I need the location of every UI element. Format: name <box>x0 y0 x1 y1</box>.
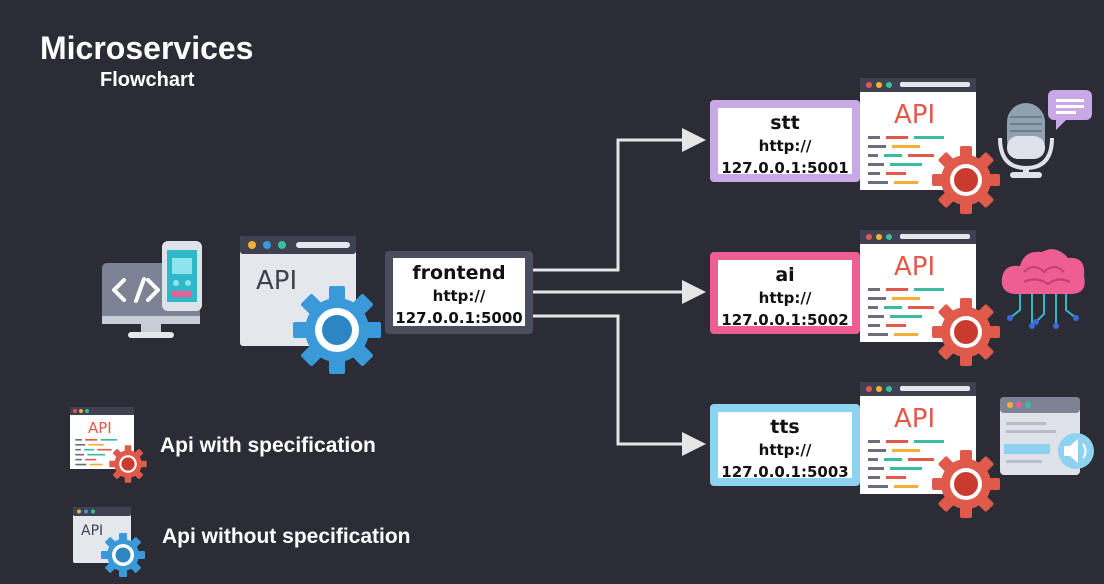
api-spec-label-ai: API <box>894 252 935 282</box>
frontend-box <box>393 258 525 326</box>
service-url-protocol-tts: http:// <box>758 441 812 459</box>
api-spec-label-stt: API <box>894 100 935 130</box>
connector-frontend-tts <box>530 314 706 456</box>
legend-without-spec-label: Api without specification <box>162 525 411 548</box>
api-spec-icon-ai: API <box>860 230 1000 366</box>
service-url-protocol-stt: http:// <box>758 137 812 155</box>
chat-bubble-icon <box>1048 90 1092 130</box>
service-name-ai: ai <box>775 264 795 286</box>
legend-api-spec-label: API <box>88 419 112 437</box>
service-name-stt: stt <box>770 112 800 134</box>
service-box-ai <box>718 260 852 326</box>
service-url-address-ai: 127.0.0.1:5002 <box>721 311 849 329</box>
frontend-api-icon: API <box>240 236 381 374</box>
api-spec-label-tts: API <box>894 404 935 434</box>
connector-frontend-stt <box>530 128 706 272</box>
service-node-ai: ai http:// 127.0.0.1:5002 <box>718 263 852 331</box>
frontend-url-address: 127.0.0.1:5000 <box>395 309 523 327</box>
api-spec-icon-stt: API <box>860 78 1000 214</box>
service-box-stt <box>718 108 852 174</box>
service-url-address-stt: 127.0.0.1:5001 <box>721 159 849 177</box>
service-node-stt: stt http:// 127.0.0.1:5001 <box>718 111 852 179</box>
service-node-tts: tts http:// 127.0.0.1:5003 <box>718 415 852 483</box>
frontend-api-label: API <box>256 266 297 296</box>
frontend-url-protocol: http:// <box>432 287 486 305</box>
service-name-tts: tts <box>770 416 800 438</box>
legend-with-spec-label: Api with specification <box>160 434 376 457</box>
frontend-node: frontend http:// 127.0.0.1:5000 <box>393 261 525 329</box>
microphone-icon <box>998 103 1054 178</box>
legend-api-spec-icon: API <box>70 407 147 483</box>
page-title: Microservices <box>40 30 254 66</box>
client-devices-icon <box>102 241 202 338</box>
cloud-brain-icon <box>1001 249 1085 329</box>
service-url-address-tts: 127.0.0.1:5003 <box>721 463 849 481</box>
page-subtitle: Flowchart <box>100 69 195 91</box>
service-url-protocol-ai: http:// <box>758 289 812 307</box>
speaker-window-icon <box>1000 397 1094 475</box>
frontend-name: frontend <box>412 262 506 284</box>
legend-api-nospec-label: API <box>81 523 103 539</box>
api-spec-icon-tts: API <box>860 382 1000 518</box>
legend-api-nospec-icon: API <box>73 507 145 577</box>
service-box-tts <box>718 412 852 478</box>
